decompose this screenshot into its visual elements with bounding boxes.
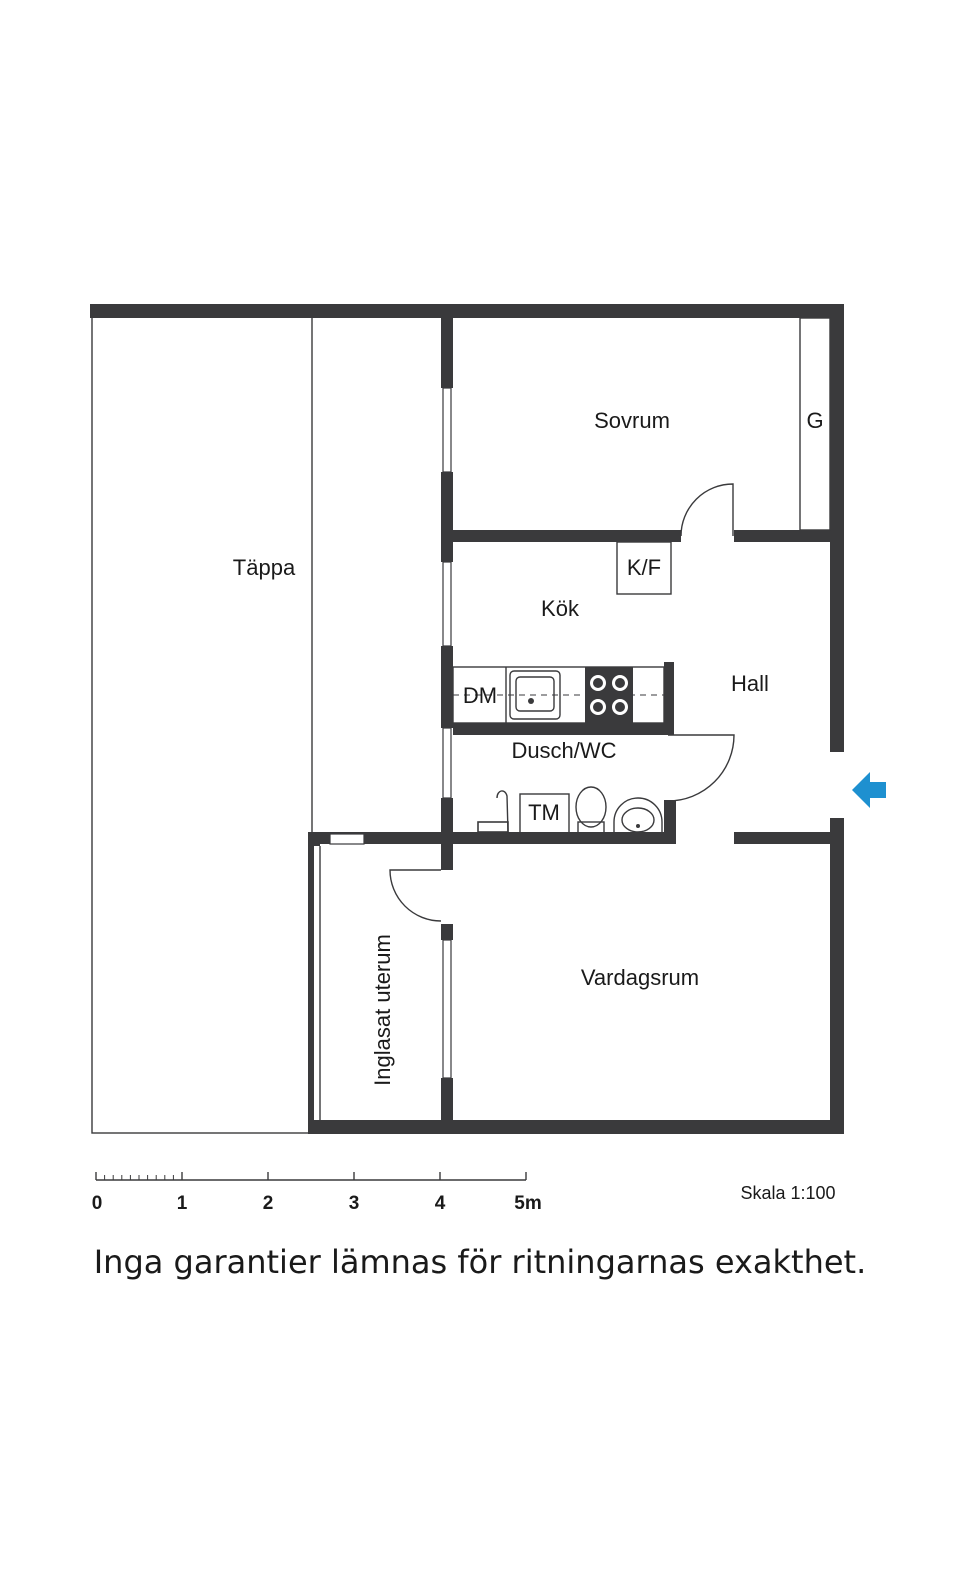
shower-icon — [477, 790, 509, 833]
scale-bar — [95, 1172, 527, 1181]
room-label-dusch-wc: Dusch/WC — [511, 738, 616, 763]
window-uterum-top — [329, 833, 365, 845]
wall-left-6 — [441, 1078, 453, 1122]
wall-uterum-left — [308, 846, 314, 1134]
wall-right-upper — [830, 304, 844, 752]
scale-tick-4: 4 — [435, 1193, 446, 1214]
wall-bath-right — [664, 800, 676, 844]
wall-top — [90, 304, 843, 318]
room-label-uterum: Inglasat uterum — [370, 934, 395, 1086]
wall-bath-top — [453, 723, 674, 735]
wall-sovrum-bottom-left — [453, 530, 681, 542]
room-label-kok: Kök — [541, 596, 580, 621]
scale-text: Skala 1:100 — [740, 1183, 835, 1203]
washbasin-icon — [613, 797, 663, 834]
disclaimer: Inga garantier lämnas för ritningarnas e… — [93, 1243, 867, 1281]
label-dishwasher: DM — [463, 683, 497, 708]
wall-hall-bottom — [734, 832, 830, 844]
scale-tick-5: 5m — [514, 1193, 541, 1214]
wall-left-3 — [441, 646, 453, 728]
room-label-hall: Hall — [731, 671, 769, 696]
scale-tick-1: 1 — [177, 1193, 188, 1214]
room-label-garderob: G — [806, 408, 823, 433]
wall-left-5 — [441, 924, 453, 940]
bathroom-door — [667, 734, 735, 802]
window-left-1 — [442, 387, 452, 473]
room-label-vardagsrum: Vardagsrum — [581, 965, 699, 990]
wall-left-1 — [441, 318, 453, 388]
sovrum-door — [680, 483, 734, 537]
wall-left-2 — [441, 472, 453, 562]
stove-icon — [585, 667, 633, 723]
wall-bottom — [308, 1120, 844, 1134]
garderob-outline — [799, 317, 831, 531]
sink-icon — [509, 670, 561, 720]
wall-bath-bottom — [312, 832, 676, 844]
room-label-tappa: Täppa — [233, 555, 296, 580]
entrance-arrow-icon — [852, 772, 886, 808]
wall-sovrum-bottom-right — [734, 530, 830, 542]
scale-tick-3: 3 — [349, 1193, 360, 1214]
window-left-2 — [442, 561, 452, 647]
fridge-freezer — [616, 541, 672, 595]
window-left-3 — [442, 727, 452, 799]
toilet-icon — [575, 786, 607, 835]
window-left-4 — [442, 939, 452, 1079]
wall-kitchen-end — [664, 662, 674, 730]
wall-right-lower — [830, 818, 844, 1134]
uterum-door — [389, 869, 442, 922]
label-washing-machine: TM — [528, 800, 560, 825]
washing-machine — [519, 793, 570, 835]
tappa-outline — [91, 305, 313, 1134]
room-label-sovrum: Sovrum — [594, 408, 670, 433]
label-fridge-freezer: K/F — [627, 555, 661, 580]
wall-uterum-top-left — [308, 832, 320, 846]
scale-tick-0: 0 — [92, 1193, 103, 1214]
scale-tick-2: 2 — [263, 1193, 274, 1214]
